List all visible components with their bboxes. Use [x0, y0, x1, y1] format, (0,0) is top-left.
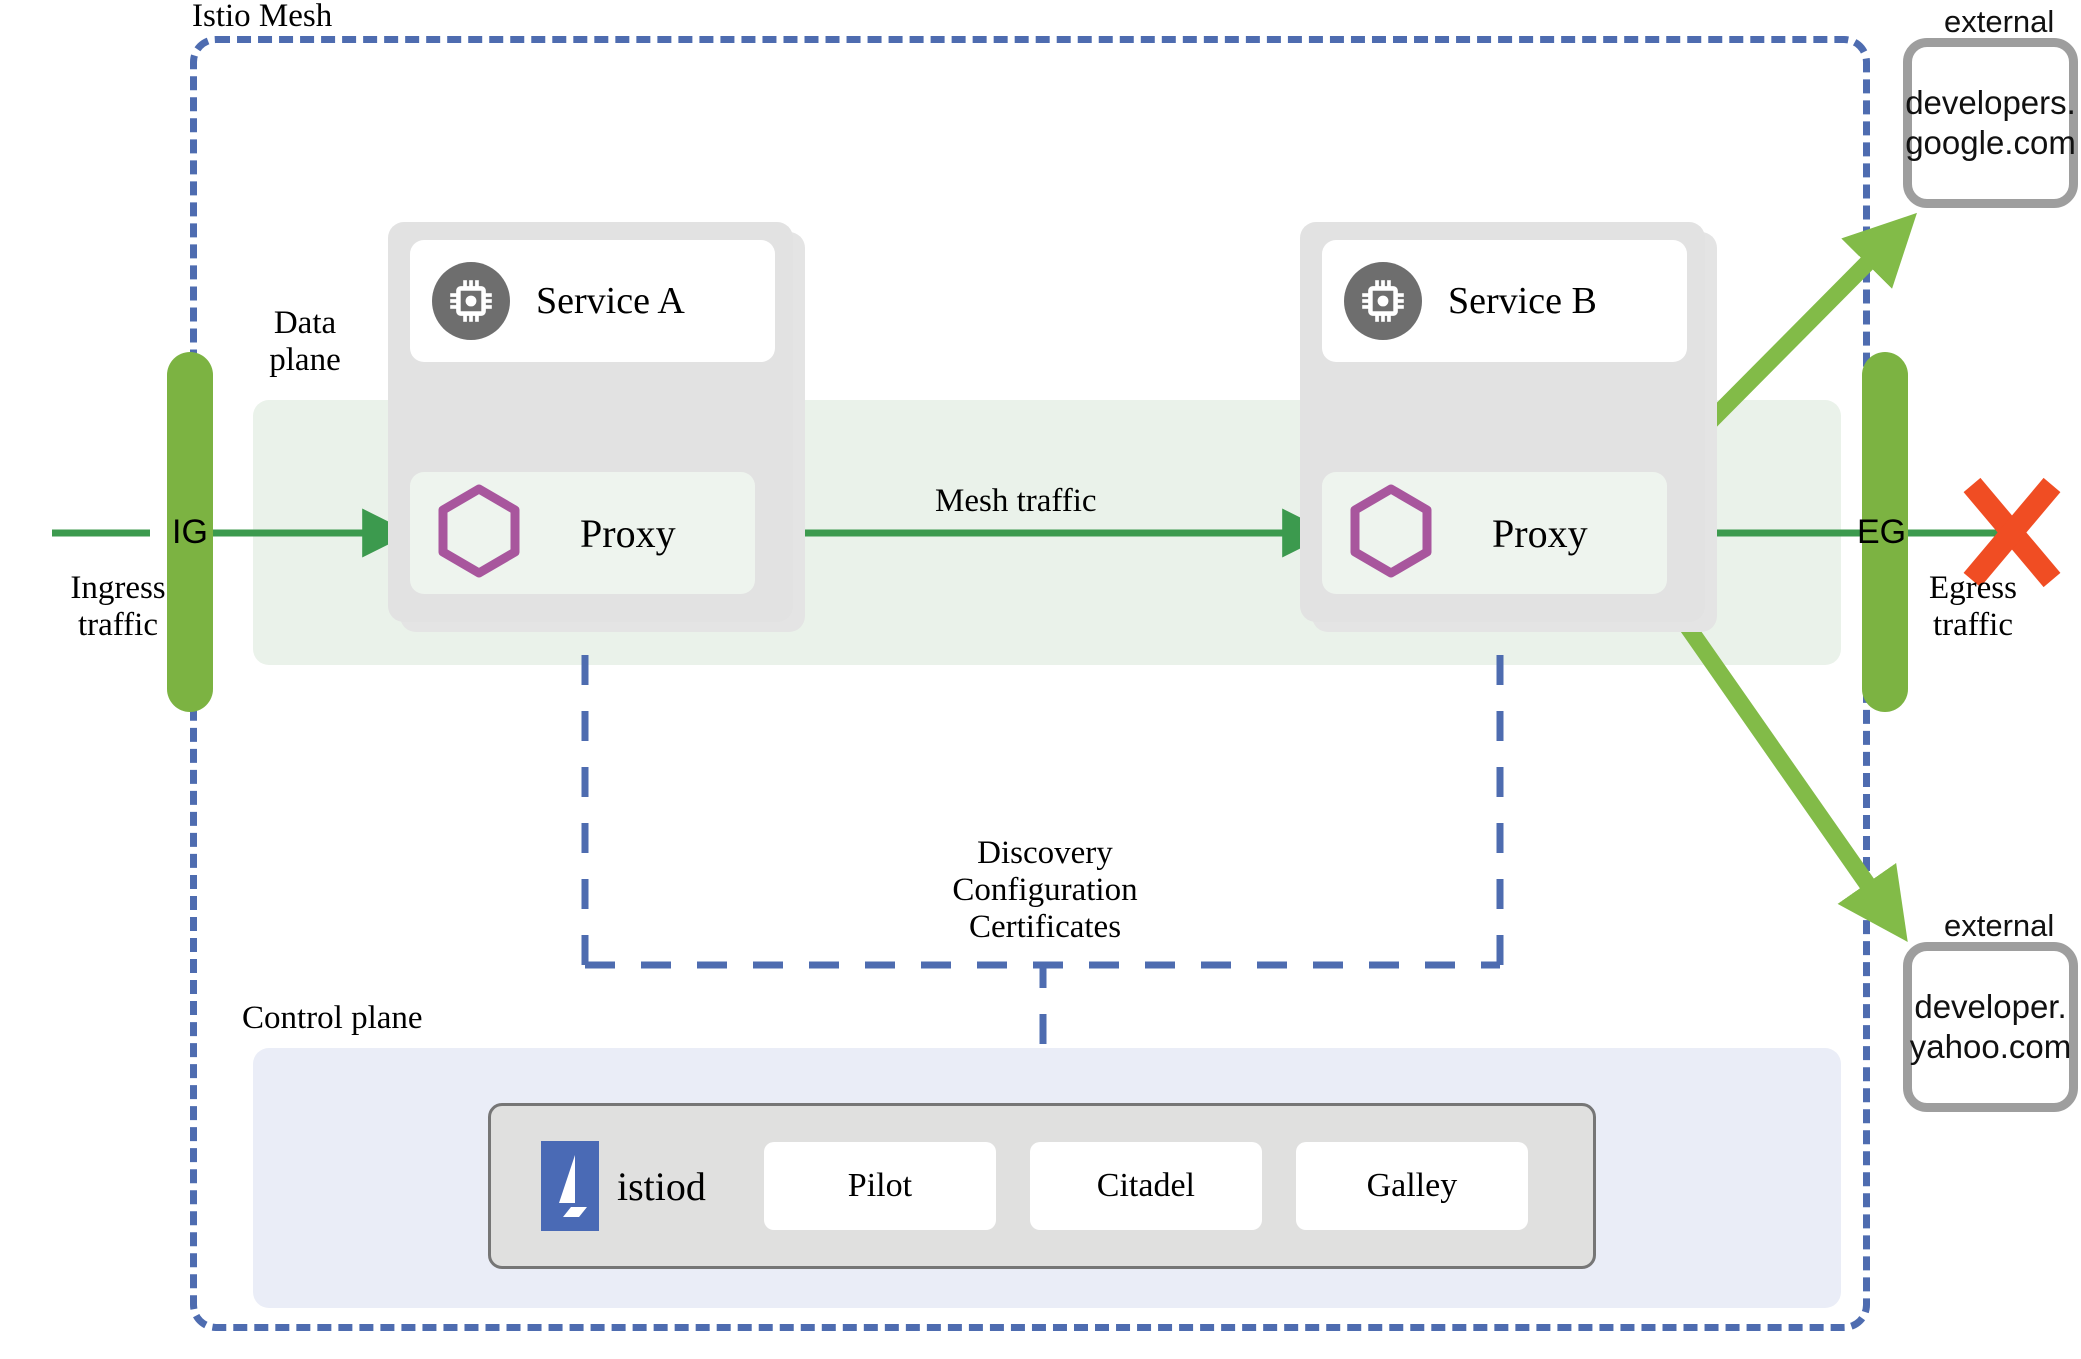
blocked-egress-x-icon	[1963, 477, 2061, 588]
external-service-developers-google[interactable]: developers. google.com	[1903, 38, 2078, 208]
mesh-traffic-label: Mesh traffic	[935, 483, 1097, 519]
cpu-chip-icon	[1344, 262, 1422, 340]
proxy-a-box: Proxy	[410, 472, 755, 594]
ingress-traffic-label: Ingress traffic	[70, 570, 166, 643]
proxy-b-label: Proxy	[1492, 510, 1588, 556]
external-caption-yahoo: external	[1944, 908, 2055, 943]
service-a-box: Service A	[410, 240, 775, 362]
ingress-gateway-bar[interactable]	[167, 352, 213, 712]
data-plane-label: Data plane	[269, 305, 341, 378]
service-b-label: Service B	[1448, 280, 1597, 322]
galley-label: Galley	[1366, 1167, 1458, 1204]
istiod-label: istiod	[617, 1163, 706, 1209]
service-b-box: Service B	[1322, 240, 1687, 362]
external-caption-google: external	[1944, 4, 2055, 39]
mesh-title: Istio Mesh	[192, 0, 333, 34]
egress-traffic-label: Egress traffic	[1929, 570, 2017, 643]
citadel-label: Citadel	[1096, 1167, 1195, 1204]
hexagon-icon	[436, 483, 522, 584]
proxy-a-label: Proxy	[580, 510, 676, 556]
hexagon-icon	[1348, 483, 1434, 584]
istiod-logo-icon	[541, 1141, 599, 1231]
ingress-gateway-label: IG	[172, 513, 208, 551]
cpu-chip-icon	[432, 262, 510, 340]
egress-gateway-label: EG	[1857, 513, 1907, 551]
external-yahoo-line1: developer.	[1914, 987, 2067, 1025]
control-plane-component-citadel[interactable]: Citadel	[1029, 1142, 1262, 1230]
external-google-line2: google.com	[1905, 124, 2076, 161]
control-plane-label: Control plane	[242, 1000, 423, 1036]
egress-gateway-bar[interactable]	[1862, 352, 1908, 712]
istiod-panel: istiod Pilot Citadel Galley	[488, 1103, 1596, 1269]
external-yahoo-line2: yahoo.com	[1909, 1028, 2072, 1065]
service-a-label: Service A	[536, 280, 685, 322]
proxy-b-box: Proxy	[1322, 472, 1667, 594]
discovery-configuration-certificates-label: Discovery Configuration Certificates	[952, 835, 1138, 945]
istiod-to-proxies-dashed	[581, 620, 1504, 1100]
control-plane-component-galley[interactable]: Galley	[1295, 1142, 1528, 1230]
control-plane-component-pilot[interactable]: Pilot	[763, 1142, 996, 1230]
external-google-line1: developers.	[1905, 83, 2076, 121]
pilot-label: Pilot	[847, 1167, 913, 1204]
external-service-developer-yahoo[interactable]: developer. yahoo.com	[1903, 942, 2078, 1112]
